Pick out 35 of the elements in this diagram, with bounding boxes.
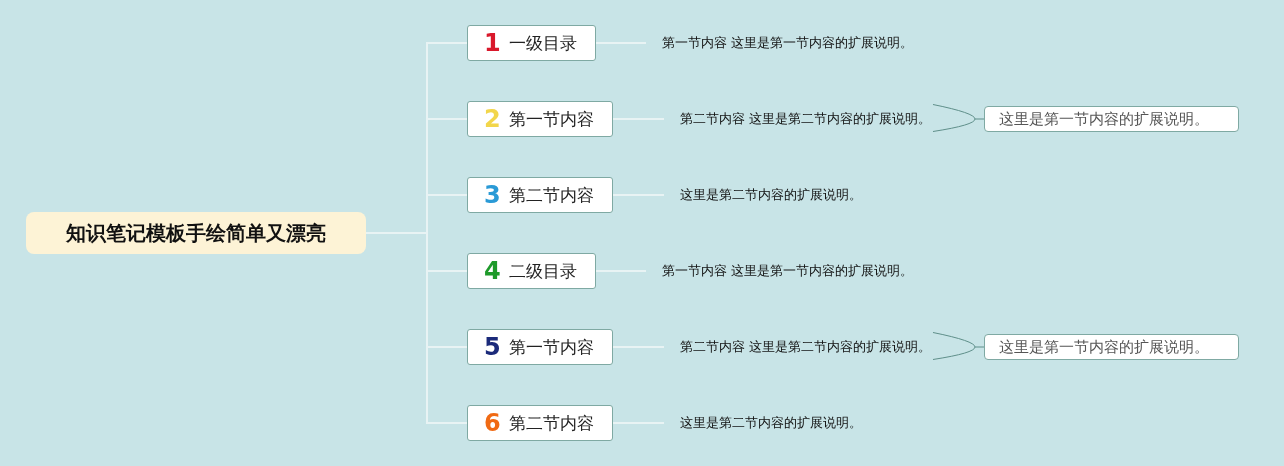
topic-title: 第二节内容 <box>508 411 594 435</box>
connector-line <box>612 194 665 196</box>
topic-box <box>467 25 596 61</box>
topic-title: 第一节内容 <box>508 107 594 131</box>
connector-line <box>612 346 665 348</box>
topic-number: 2 <box>484 107 501 131</box>
topic-number: 3 <box>484 183 501 207</box>
connector-line <box>612 422 665 424</box>
summary-brace <box>932 104 985 132</box>
topic-title: 第一节内容 <box>508 335 594 359</box>
topic-number: 6 <box>484 411 501 435</box>
topic-title: 一级目录 <box>508 31 577 55</box>
topic-box <box>467 101 613 137</box>
summary-brace <box>932 332 985 360</box>
connector-line <box>595 270 647 272</box>
topic-box <box>467 177 613 213</box>
topic-number: 1 <box>484 31 501 55</box>
note-text: 这里是第二节内容的扩展说明。 <box>680 185 862 205</box>
note-text: 第一节内容 这里是第一节内容的扩展说明。 <box>662 261 913 281</box>
note-text: 第二节内容 这里是第二节内容的扩展说明。 <box>680 101 964 137</box>
topic-title: 第二节内容 <box>508 183 594 207</box>
note-text: 第一节内容 这里是第一节内容的扩展说明。 <box>662 33 913 53</box>
topic-number: 4 <box>484 259 501 283</box>
connector-line <box>595 42 647 44</box>
topic-box <box>467 329 613 365</box>
central-topic: 知识笔记模板手绘简单又漂亮 <box>26 212 366 254</box>
summary-box: 这里是第一节内容的扩展说明。 <box>984 334 1239 360</box>
topic-box <box>467 405 613 441</box>
summary-box: 这里是第一节内容的扩展说明。 <box>984 106 1239 132</box>
note-text: 这里是第二节内容的扩展说明。 <box>680 413 862 433</box>
note-text: 第二节内容 这里是第二节内容的扩展说明。 <box>680 329 964 365</box>
connector-line <box>612 118 665 120</box>
topic-number: 5 <box>484 335 501 359</box>
topic-box <box>467 253 596 289</box>
topic-title: 二级目录 <box>508 259 577 283</box>
